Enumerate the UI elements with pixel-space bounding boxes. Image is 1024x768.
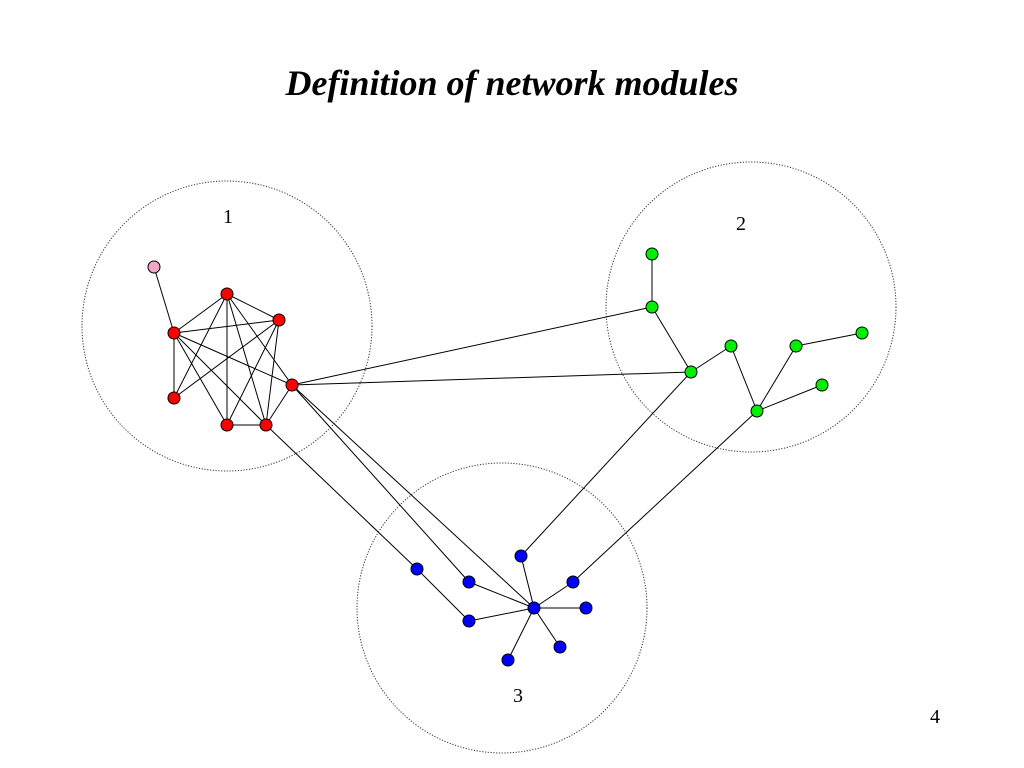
edge-a1-a6 (173, 332, 267, 426)
edge-a6-c1 (265, 424, 418, 570)
node-b6 (855, 326, 869, 340)
edge-b3-c2 (520, 371, 692, 557)
edge-b8-b7 (756, 384, 823, 412)
node-c2 (514, 549, 528, 563)
node-b8 (750, 404, 764, 418)
node-a5 (220, 418, 234, 432)
node-a7 (285, 378, 299, 392)
node-a1 (167, 326, 181, 340)
edge-a3-a5 (226, 319, 280, 426)
node-c8 (579, 601, 593, 615)
module-labels: 1 2 3 (223, 206, 746, 707)
node-c5 (462, 614, 476, 628)
node-c4 (566, 575, 580, 589)
nodes (147, 247, 869, 667)
node-c6 (501, 653, 515, 667)
node-a3 (272, 313, 286, 327)
node-a6 (259, 418, 273, 432)
edge-b8-b5 (756, 345, 797, 412)
edge-c0-c2 (520, 555, 535, 609)
node-a0 (147, 260, 161, 274)
edge-a6-a7 (265, 384, 293, 426)
edge-c0-c5 (468, 607, 535, 622)
edge-a1-a2 (173, 293, 228, 334)
module-3-boundary (356, 462, 648, 754)
edge-a3-a6 (265, 319, 280, 426)
edge-c1-c5 (416, 568, 470, 622)
node-b1 (645, 247, 659, 261)
module-3-label: 3 (513, 685, 523, 707)
node-a4 (167, 391, 181, 405)
module-1-boundary (81, 180, 373, 472)
node-b2 (645, 300, 659, 314)
edges (153, 254, 863, 661)
module-2-boundary (605, 161, 897, 453)
edge-b4-b8 (730, 345, 758, 412)
edge-a7-c3 (291, 384, 470, 583)
node-b4 (724, 339, 738, 353)
edge-b5-b6 (795, 332, 863, 347)
edge-a3-a4 (173, 319, 280, 399)
node-b5 (789, 339, 803, 353)
module-1-label: 1 (223, 206, 233, 228)
edge-c0-c7 (533, 607, 561, 648)
node-a2 (220, 287, 234, 301)
node-c0 (527, 601, 541, 615)
module-2-label: 2 (736, 213, 746, 235)
edge-a2-a3 (226, 293, 280, 321)
edge-c0-c6 (507, 607, 535, 661)
slide-title: Definition of network modules (285, 63, 739, 103)
edge-a2-a6 (226, 293, 267, 426)
edge-c0-c3 (468, 581, 535, 609)
page-number: 4 (930, 706, 940, 728)
edge-b3-b4 (690, 345, 732, 373)
node-b7 (815, 378, 829, 392)
edge-b2-b3 (651, 306, 692, 373)
edge-b8-c4 (572, 410, 758, 583)
node-c7 (553, 640, 567, 654)
edge-c0-c4 (533, 581, 574, 609)
edge-a1-a5 (173, 332, 228, 426)
edge-a7-b3 (291, 371, 692, 386)
edge-a2-a4 (173, 293, 228, 399)
edge-a7-b2 (291, 306, 653, 386)
edge-a2-a7 (226, 293, 293, 386)
node-c3 (462, 575, 476, 589)
module-boundaries (81, 161, 897, 754)
node-c1 (410, 562, 424, 576)
edge-a0-a1 (153, 266, 175, 334)
edge-a7-c0 (291, 384, 535, 609)
node-b3 (684, 365, 698, 379)
